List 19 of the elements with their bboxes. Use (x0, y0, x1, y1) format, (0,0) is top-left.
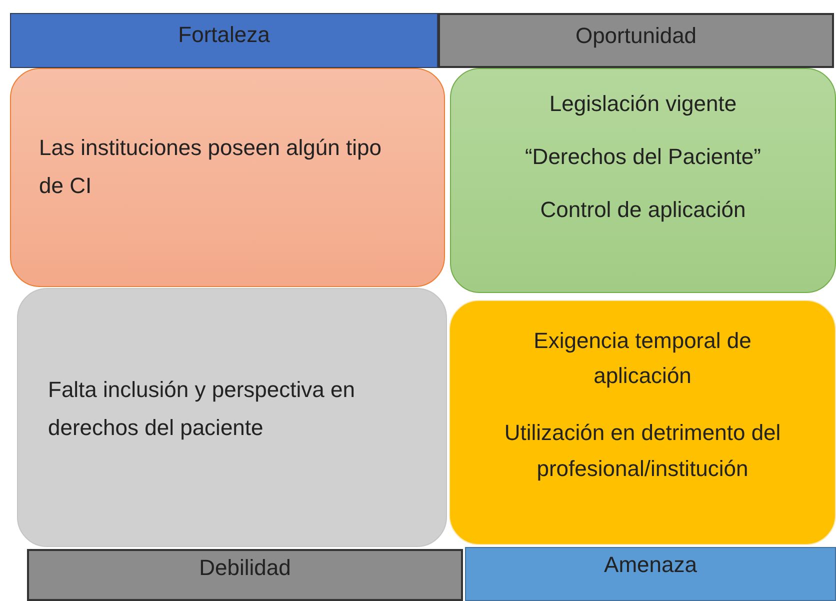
header-title: Fortaleza (177, 21, 271, 49)
header-bar (10, 13, 438, 68)
weakness-card (17, 288, 447, 547)
header-bar (438, 13, 834, 68)
body-text: Falta inclusión y perspectiva en derechos del paciente (48, 376, 356, 442)
body-text: Control de aplicación (539, 196, 747, 224)
body-text: Exigencia temporal de aplicación (532, 327, 752, 390)
strength-card (10, 68, 445, 287)
header-bar (27, 549, 463, 601)
opportunity-card (450, 68, 836, 293)
body-text: “Derechos del Paciente” (524, 142, 762, 171)
header-title: Amenaza (603, 551, 698, 579)
body-text: Las instituciones poseen algún tipo de CI (39, 134, 382, 200)
threat-card (449, 300, 836, 545)
body-text: Legislación vigente (548, 90, 738, 118)
header-bar (465, 547, 836, 601)
header-title: Debilidad (198, 554, 292, 582)
header-title: Oportunidad (574, 22, 698, 50)
body-text: Utilización en detrimento del profesional/institución (503, 419, 782, 483)
